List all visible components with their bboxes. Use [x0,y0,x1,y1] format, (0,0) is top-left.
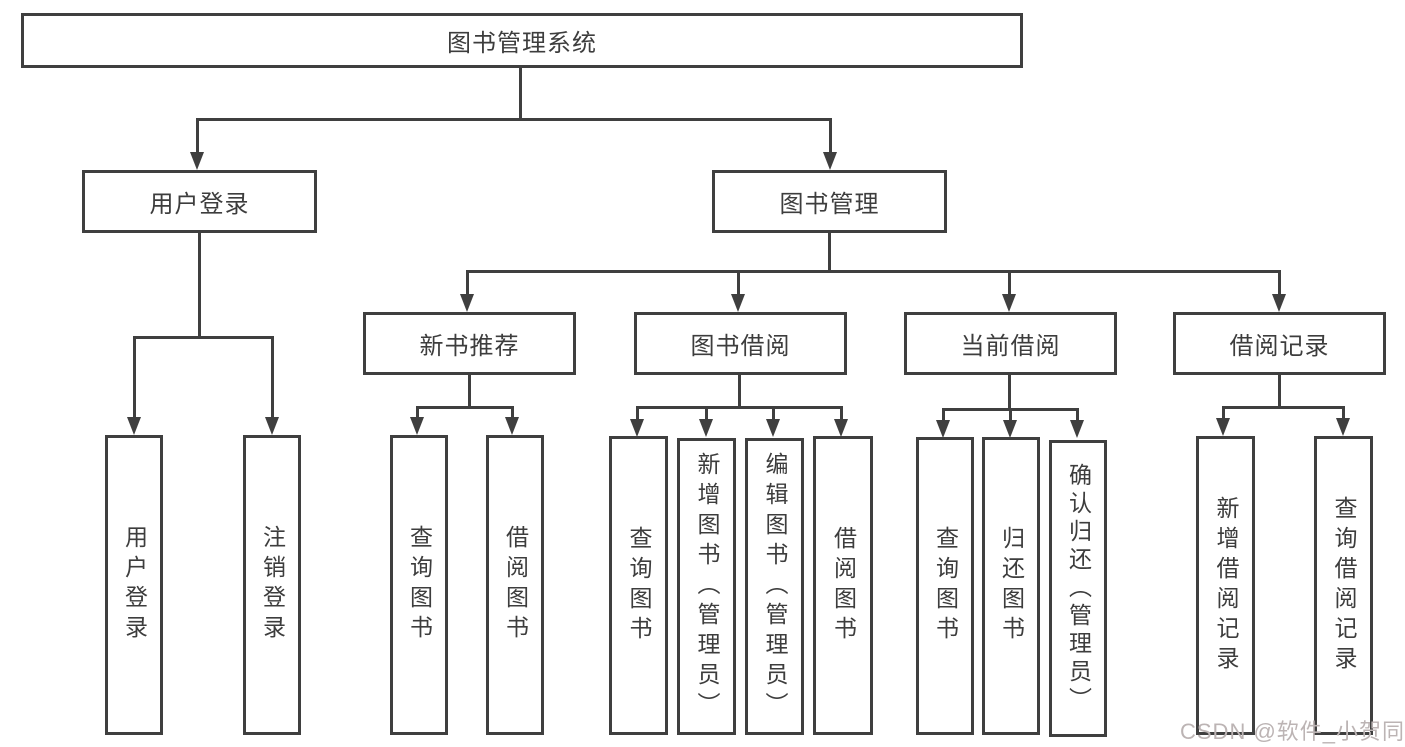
leaf-current-query-books: 查询图书 [916,437,974,735]
connector-vline [1008,270,1011,296]
arrow-down-icon [1216,418,1230,436]
leaf-newrec-borrow-books-label: 借阅图书 [502,525,529,645]
connector-vline [828,233,831,270]
leaf-newrec-query-books: 查询图书 [390,435,448,735]
connector-vline [519,68,522,118]
leaf-current-confirm-return-admin: 确认归还（管理员） [1049,440,1107,737]
arrow-down-icon [699,419,713,437]
connector-hline [1223,406,1344,409]
connector-hline [134,336,274,339]
leaf-current-query-books-label: 查询图书 [932,526,959,646]
connector-vline [1076,408,1079,422]
arrow-down-icon [505,417,519,435]
arrow-down-icon [410,417,424,435]
leaf-current-return-books-label: 归还图书 [998,526,1025,646]
arrow-down-icon [1003,420,1017,438]
leaf-borrowing-query-books-label: 查询图书 [626,525,652,646]
leaf-user-login-label: 用户登录 [121,525,148,645]
leaf-borrowing-add-books-admin: 新增图书（管理员） [677,438,736,735]
leaf-borrowing-edit-books-admin: 编辑图书（管理员） [745,438,804,735]
connector-vline [1342,406,1345,420]
connector-vline [738,375,741,406]
arrow-down-icon [630,419,644,437]
connector-hline [417,406,513,409]
arrow-down-icon [460,294,474,312]
arrow-down-icon [936,420,950,438]
csdn-watermark: CSDN @软件_小贺同学 [1180,719,1405,744]
connector-vline [942,408,945,422]
arrow-down-icon [265,417,279,435]
connector-vline [466,270,469,296]
node-book-borrowing-label: 图书借阅 [690,333,791,360]
leaf-logout-label: 注销登录 [259,525,286,645]
connector-vline [1278,270,1281,296]
node-book-management-label: 图书管理 [779,191,880,218]
arrow-down-icon [731,294,745,312]
leaf-logout: 注销登录 [243,435,301,735]
arrow-down-icon [1070,420,1084,438]
connector-vline [511,406,514,419]
node-new-book-recommend-label: 新书推荐 [419,333,520,360]
node-borrowing-records-label: 借阅记录 [1229,333,1330,360]
connector-vline [1278,375,1281,406]
leaf-borrowing-query-books: 查询图书 [609,436,668,735]
node-borrowing-records: 借阅记录 [1173,312,1386,375]
arrow-down-icon [834,419,848,437]
connector-vline [636,406,639,421]
leaf-borrowing-edit-books-admin-label: 编辑图书（管理员） [762,451,788,722]
node-user-login-label: 用户登录 [149,191,250,218]
connector-hline [467,270,1280,273]
arrow-down-icon [823,152,837,170]
leaf-borrowing-add-books-admin-label: 新增图书（管理员） [694,451,720,722]
leaf-records-add-record-label: 新增借阅记录 [1213,495,1239,676]
leaf-newrec-query-books-label: 查询图书 [406,525,433,645]
connector-vline [772,406,775,421]
leaf-current-return-books: 归还图书 [982,437,1040,735]
arrow-down-icon [1272,294,1286,312]
connector-vline [1008,375,1011,408]
leaf-newrec-borrow-books: 借阅图书 [486,435,544,735]
connector-vline [198,233,201,336]
connector-vline [468,375,471,408]
connector-vline [1222,406,1225,420]
connector-vline [133,336,136,418]
leaf-records-query-record-label: 查询借阅记录 [1331,495,1357,676]
connector-vline [829,118,832,155]
leaf-borrowing-borrow-books: 借阅图书 [813,436,873,735]
node-library-system-label: 图书管理系统 [447,30,597,57]
connector-vline [1009,408,1012,422]
leaf-current-confirm-return-admin-label: 确认归还（管理员） [1065,462,1092,715]
connector-vline [737,270,740,296]
node-book-management: 图书管理 [712,170,947,233]
connector-vline [840,406,843,421]
connector-vline [271,336,274,418]
node-user-login: 用户登录 [82,170,317,233]
connector-vline [705,406,708,421]
leaf-borrowing-borrow-books-label: 借阅图书 [830,525,857,646]
leaf-user-login: 用户登录 [105,435,163,735]
node-current-borrowing-label: 当前借阅 [960,333,1061,360]
arrow-down-icon [1002,294,1016,312]
arrow-down-icon [127,417,141,435]
node-new-book-recommend: 新书推荐 [363,312,576,375]
leaf-records-add-record: 新增借阅记录 [1196,436,1255,735]
arrow-down-icon [190,152,204,170]
node-current-borrowing: 当前借阅 [904,312,1117,375]
arrow-down-icon [766,419,780,437]
connector-vline [416,406,419,419]
connector-hline [197,118,831,121]
connector-hline [637,406,842,409]
connector-vline [196,118,199,155]
leaf-records-query-record: 查询借阅记录 [1314,436,1373,735]
node-book-borrowing: 图书借阅 [634,312,847,375]
node-library-system: 图书管理系统 [21,13,1023,68]
arrow-down-icon [1336,418,1350,436]
